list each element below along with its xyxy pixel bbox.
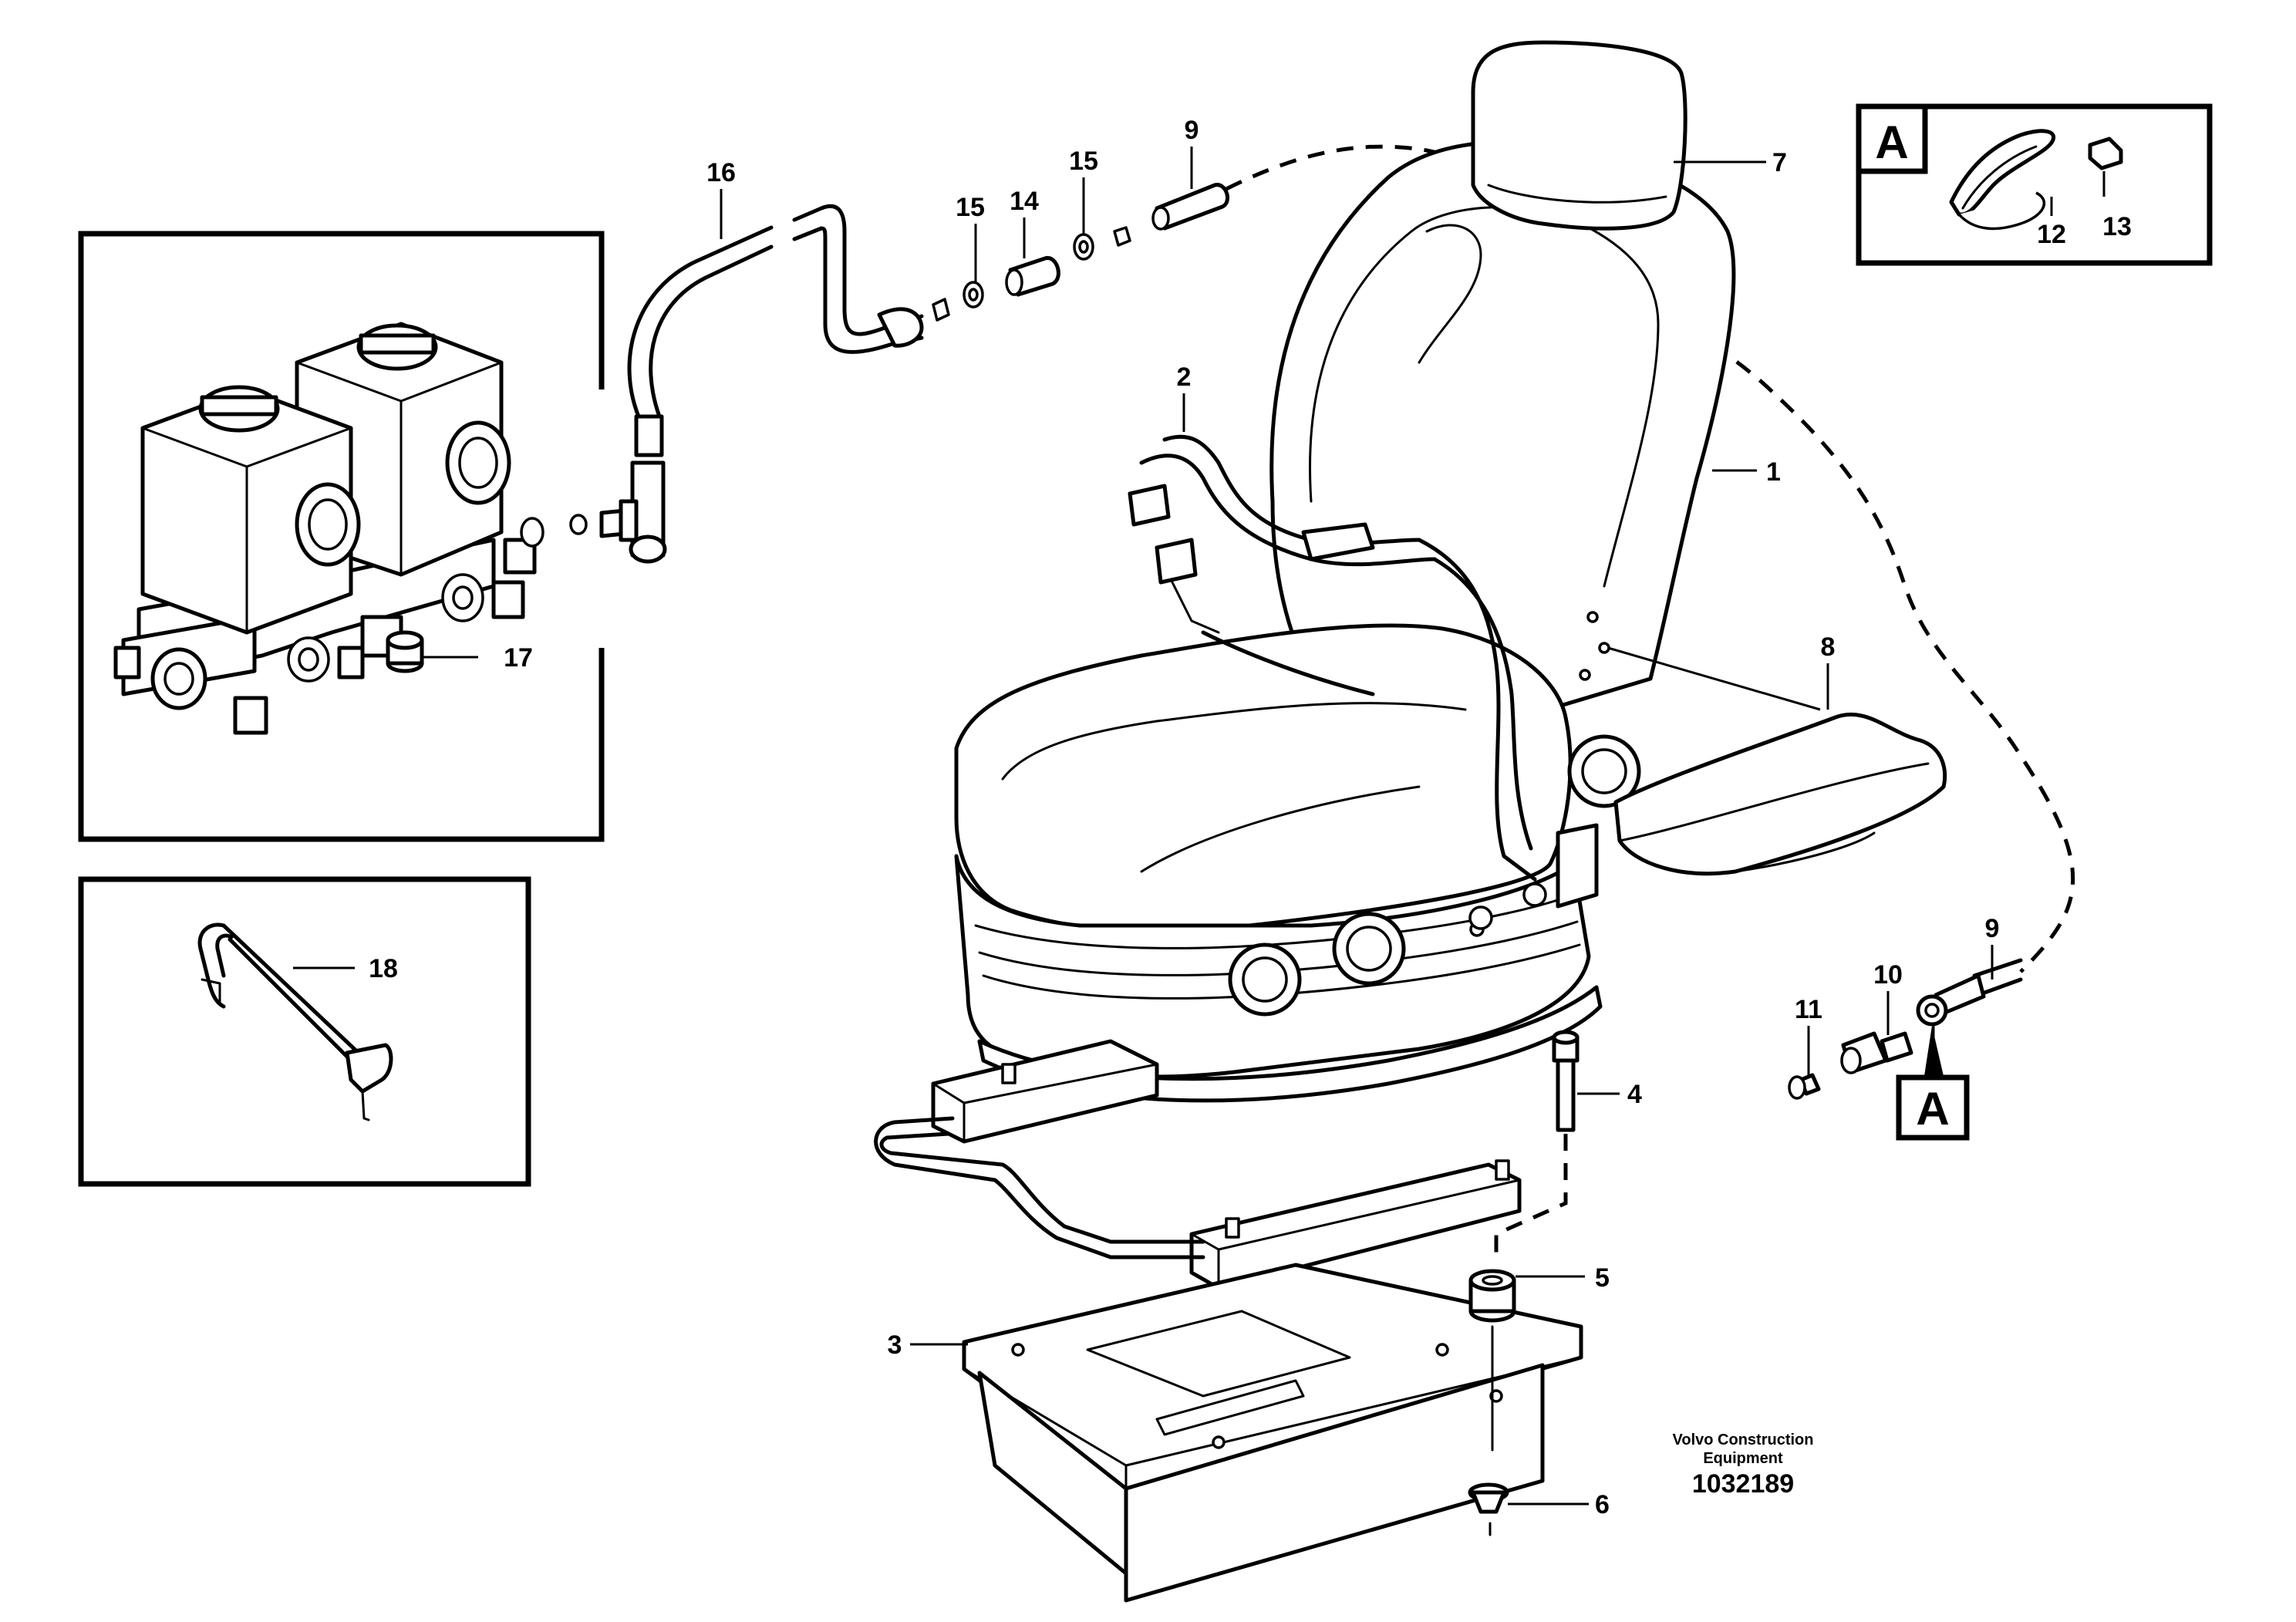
- credit-line-1: Volvo Construction: [1672, 1431, 1814, 1448]
- bracket-18: [197, 922, 393, 1121]
- armrest: [1607, 646, 1947, 876]
- bracket-detail-frame: [78, 876, 531, 1187]
- callout-13: 13: [2102, 212, 2132, 241]
- detail-a-box: A: [1856, 103, 2213, 266]
- callout-9-lower: 9: [1985, 914, 2000, 943]
- cable-fittings: [1788, 958, 2023, 1100]
- callout-9-upper: 9: [1185, 116, 1199, 145]
- callout-10: 10: [1873, 960, 1903, 990]
- slide-rails: [874, 1039, 1522, 1290]
- operator-seat: [954, 40, 1736, 1103]
- callout-2: 2: [1177, 363, 1192, 392]
- detail-a-letter: A: [1875, 116, 1908, 168]
- callout-15-left: 15: [956, 193, 985, 222]
- callout-11: 11: [1795, 995, 1822, 1024]
- fasteners: [1468, 1030, 1580, 1536]
- callout-8: 8: [1821, 632, 1836, 662]
- leader-lines: [293, 147, 2106, 1506]
- callout-1: 1: [1766, 457, 1781, 487]
- callout-14: 14: [1010, 187, 1039, 216]
- callout-15-right: 15: [1069, 147, 1098, 176]
- callout-4: 4: [1627, 1080, 1642, 1109]
- seat-cable-dashed: [1225, 144, 2075, 973]
- mounting-plate: [962, 1263, 1583, 1603]
- publisher-credit: Volvo Construction Equipment: [1581, 1431, 1905, 1468]
- callout-17: 17: [504, 643, 533, 673]
- credit-line-2: Equipment: [1703, 1450, 1783, 1467]
- callout-5: 5: [1595, 1263, 1610, 1293]
- connector-chain: [932, 183, 1229, 322]
- detail-ref-tag: A: [1896, 1074, 1970, 1141]
- callout-16: 16: [706, 158, 736, 187]
- hose-16-assembly: [520, 204, 924, 564]
- seat-belt: [1128, 434, 1537, 882]
- valve-block: [113, 322, 537, 735]
- valve-detail-frame: [78, 231, 605, 842]
- detail-ref-tag-letter: A: [1916, 1083, 1949, 1135]
- callouts: 1 2 3 4 5 6 7 8 9 9 10 11 12 13 14 15 15…: [369, 116, 2132, 1519]
- callout-7: 7: [1772, 148, 1787, 177]
- callout-12: 12: [2037, 220, 2066, 249]
- drawing-number: 1032189: [1691, 1469, 1795, 1499]
- callout-18: 18: [369, 954, 398, 983]
- callout-3: 3: [888, 1330, 902, 1360]
- callout-6: 6: [1595, 1490, 1610, 1519]
